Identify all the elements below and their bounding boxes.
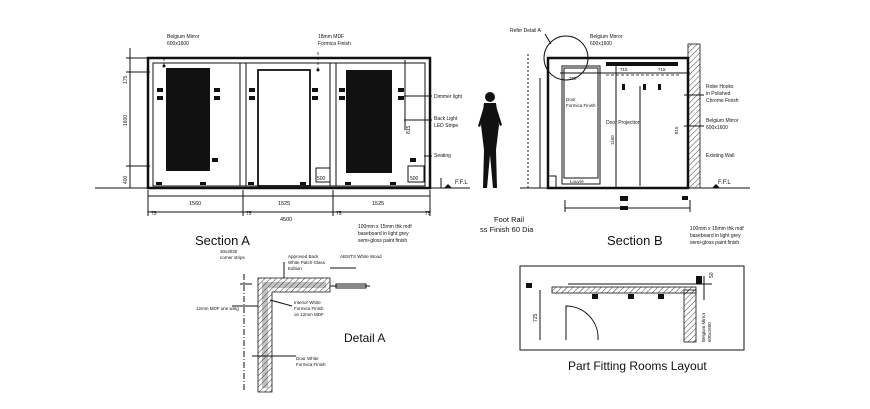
interior-line1: Interior White — [294, 300, 321, 305]
mdf-note-line2: Formica Finish — [318, 41, 351, 47]
lamp-icons — [157, 88, 404, 100]
ffl-label-a: F.F.L — [455, 180, 468, 186]
section-b-drawing — [520, 33, 750, 212]
dim-1160: 1160 — [610, 135, 615, 145]
louvre-label: Louvre — [570, 179, 584, 184]
mirror-note-line2: 600x1600 — [167, 41, 189, 47]
interior-line3: on 12mm MDF — [294, 312, 324, 317]
skirting-b-line2: baseboard in light grey — [690, 233, 741, 239]
refer-detail-label: Refer Detail A — [510, 28, 542, 34]
mirror-note-line1: Belgium Mirror — [167, 34, 200, 40]
seat-1 — [315, 167, 331, 183]
back-light-line1: Back Light — [434, 116, 458, 122]
layout-mirror-line2: 600x1600 — [707, 322, 712, 342]
skirting-b-line1: 100mm x 15mm thk mdf — [690, 226, 744, 232]
mdf-note-line1: 18mm MDF — [318, 34, 344, 40]
dim-715-a: 715 — [620, 67, 628, 72]
human-figure — [478, 92, 502, 188]
detail-a-drawing — [232, 262, 370, 393]
skirting-b-line3: semi-gloss paint finish — [690, 240, 739, 246]
dim-715-b: 715 — [658, 67, 666, 72]
dim-815-b: 815 — [674, 126, 679, 134]
foot-rail-line2: ss Finish 60 Dia — [480, 225, 534, 234]
corner-line1: 30x3030 — [220, 249, 238, 254]
b-mirror-line1: Belgium Mirror — [590, 34, 623, 40]
dim-1525-b: 1525 — [372, 201, 384, 207]
b-door-line2: Formica Finish — [566, 103, 596, 108]
layout-dim-50: 50 — [709, 272, 715, 278]
robe-hooks-line1: Robe Hooks — [706, 84, 734, 90]
b-mirror2-line1: Belgium Mirror — [706, 118, 739, 124]
layout-title: Part Fitting Rooms Layout — [568, 359, 707, 373]
dim-75-1: 75 — [151, 211, 157, 217]
dim-700: 700 — [569, 76, 577, 81]
partition-1 — [239, 62, 247, 187]
robe-hooks-line3: Chrome Finish — [706, 98, 739, 104]
layout-drawing — [519, 265, 745, 351]
dim-75-3: 75 — [336, 211, 342, 217]
corner-line2: corner strips — [220, 255, 246, 260]
door-projection-label: Door Projection — [606, 120, 641, 126]
section-a-frame — [146, 56, 432, 190]
section-a-labels: Belgium Mirror 600x1600 18mm MDF Formica… — [123, 34, 468, 248]
dim-75-2: 75 — [246, 211, 252, 217]
seating-label: Seating — [434, 153, 451, 159]
dimmer-light-label: Dimmer light — [434, 94, 463, 100]
detail-a-wall-section — [257, 277, 331, 393]
dim-500-a: 500 — [317, 176, 326, 182]
seat-2 — [407, 165, 425, 183]
door-panel — [257, 69, 311, 187]
section-b-labels: Refer Detail A Belgium Mirror 600x1600 R… — [480, 28, 744, 248]
section-a-drawing — [95, 48, 502, 216]
mirror-1 — [166, 68, 210, 171]
dim-1600: 1600 — [123, 115, 129, 126]
detail-a-title: Detail A — [344, 331, 385, 345]
dim-815-a: 815 — [406, 125, 412, 134]
layout-labels: 50 725 Belgium Mirror 600x1600 Part Fitt… — [533, 272, 715, 373]
layout-wall-hatch — [683, 289, 697, 343]
robe-hooks-line2: in Polished — [706, 91, 731, 97]
layout-dim-725: 725 — [533, 313, 539, 322]
partition-2 — [329, 62, 337, 187]
detail-callout-circle — [543, 35, 589, 81]
b-mirror2-line2: 600x1600 — [706, 125, 728, 131]
skirting-a-line1: 100mm x 15mm thk mdf — [358, 224, 412, 230]
b-door-line1: Door — [566, 97, 576, 102]
mirror-2 — [346, 70, 392, 173]
back-light-line2: LED Stripe — [434, 123, 458, 129]
ffl-label-b: F.F.L — [718, 180, 731, 186]
dim-4500: 4500 — [280, 217, 292, 223]
foot-rail-line1: Foot Rail — [494, 215, 524, 224]
approved-line1: Approved Back — [288, 254, 319, 259]
dim-175: 175 — [123, 75, 129, 84]
detail-a-labels: 30x3030 corner strips Approved Back Whit… — [196, 249, 385, 367]
approved-line2: White Patch Glass — [288, 260, 326, 265]
approved-line3: Edition — [288, 266, 302, 271]
mdf-label: 12mm MDF one wing — [196, 306, 239, 311]
skirting-a-line3: semi-gloss paint finish — [358, 238, 407, 244]
door-b — [561, 65, 601, 185]
layout-mirror-line1: Belgium Mirror — [701, 312, 706, 342]
interior-line2: Formica Finish — [294, 306, 324, 311]
dim-500-b: 500 — [410, 176, 419, 182]
layout-border — [519, 265, 745, 351]
dim-1525-a: 1525 — [278, 201, 290, 207]
door-white-line2: Formica Finish — [296, 362, 326, 367]
dim-400: 400 — [123, 175, 129, 184]
existing-wall-hatch — [687, 43, 701, 189]
section-a-title: Section A — [195, 233, 250, 248]
abs-label: ABS/TS White Wood — [340, 254, 382, 259]
existing-wall-label: Existing Wall — [706, 153, 734, 159]
section-b-title: Section B — [607, 233, 663, 248]
b-mirror-line2: 600x1600 — [590, 41, 612, 47]
door-swing-arc — [565, 305, 599, 341]
skirting-a-line2: baseboard in light grey — [358, 231, 409, 237]
dim-75-4: 75 — [425, 211, 431, 217]
dim-1560: 1560 — [189, 201, 201, 207]
door-white-line1: Door White — [296, 356, 319, 361]
